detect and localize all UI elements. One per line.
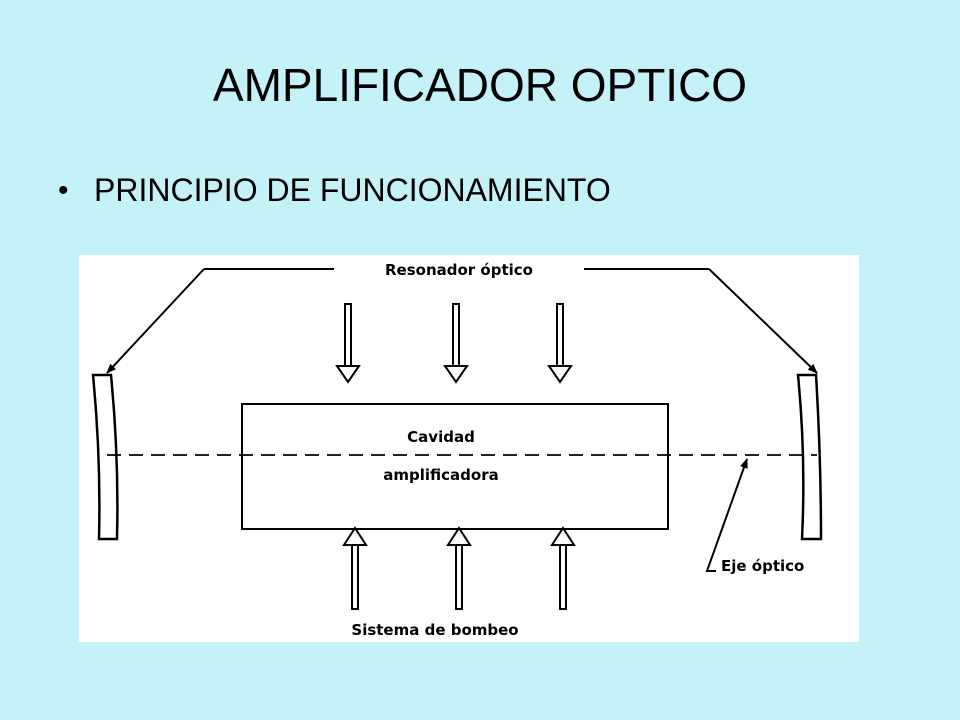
- pump-arrow-down-2: [443, 303, 469, 384]
- pump-system-label: Sistema de bombeo: [351, 621, 518, 639]
- optical-axis-arrow: [705, 458, 748, 572]
- bullet-dot-icon: •: [58, 173, 69, 207]
- cavity-label-line1: Cavidad: [407, 428, 475, 446]
- resonator-arrow-left: [106, 268, 205, 374]
- slide-title: AMPLIFICADOR OPTICO: [212, 59, 748, 111]
- optical-amplifier-diagram: Resonador óptico Cavidad amplificadora E…: [79, 255, 859, 642]
- resonator-arrow-right: [708, 268, 818, 374]
- bullet-item: • PRINCIPIO DE FUNCIONAMIENTO: [58, 172, 611, 209]
- right-mirror: [796, 373, 823, 541]
- cavity-label-line2: amplificadora: [383, 466, 498, 484]
- resonator-label: Resonador óptico: [385, 261, 533, 279]
- pump-arrow-down-1: [335, 303, 361, 384]
- optical-axis-label: Eje óptico: [721, 557, 804, 575]
- pump-arrow-down-3: [547, 303, 573, 384]
- pump-arrow-up-3: [550, 526, 576, 610]
- bullet-text: PRINCIPIO DE FUNCIONAMIENTO: [94, 172, 611, 208]
- pump-arrow-up-2: [446, 526, 472, 610]
- diagram-canvas: Resonador óptico Cavidad amplificadora E…: [91, 261, 823, 639]
- amplifier-cavity: [241, 403, 669, 530]
- left-mirror: [91, 373, 119, 541]
- pump-arrow-up-1: [342, 526, 368, 610]
